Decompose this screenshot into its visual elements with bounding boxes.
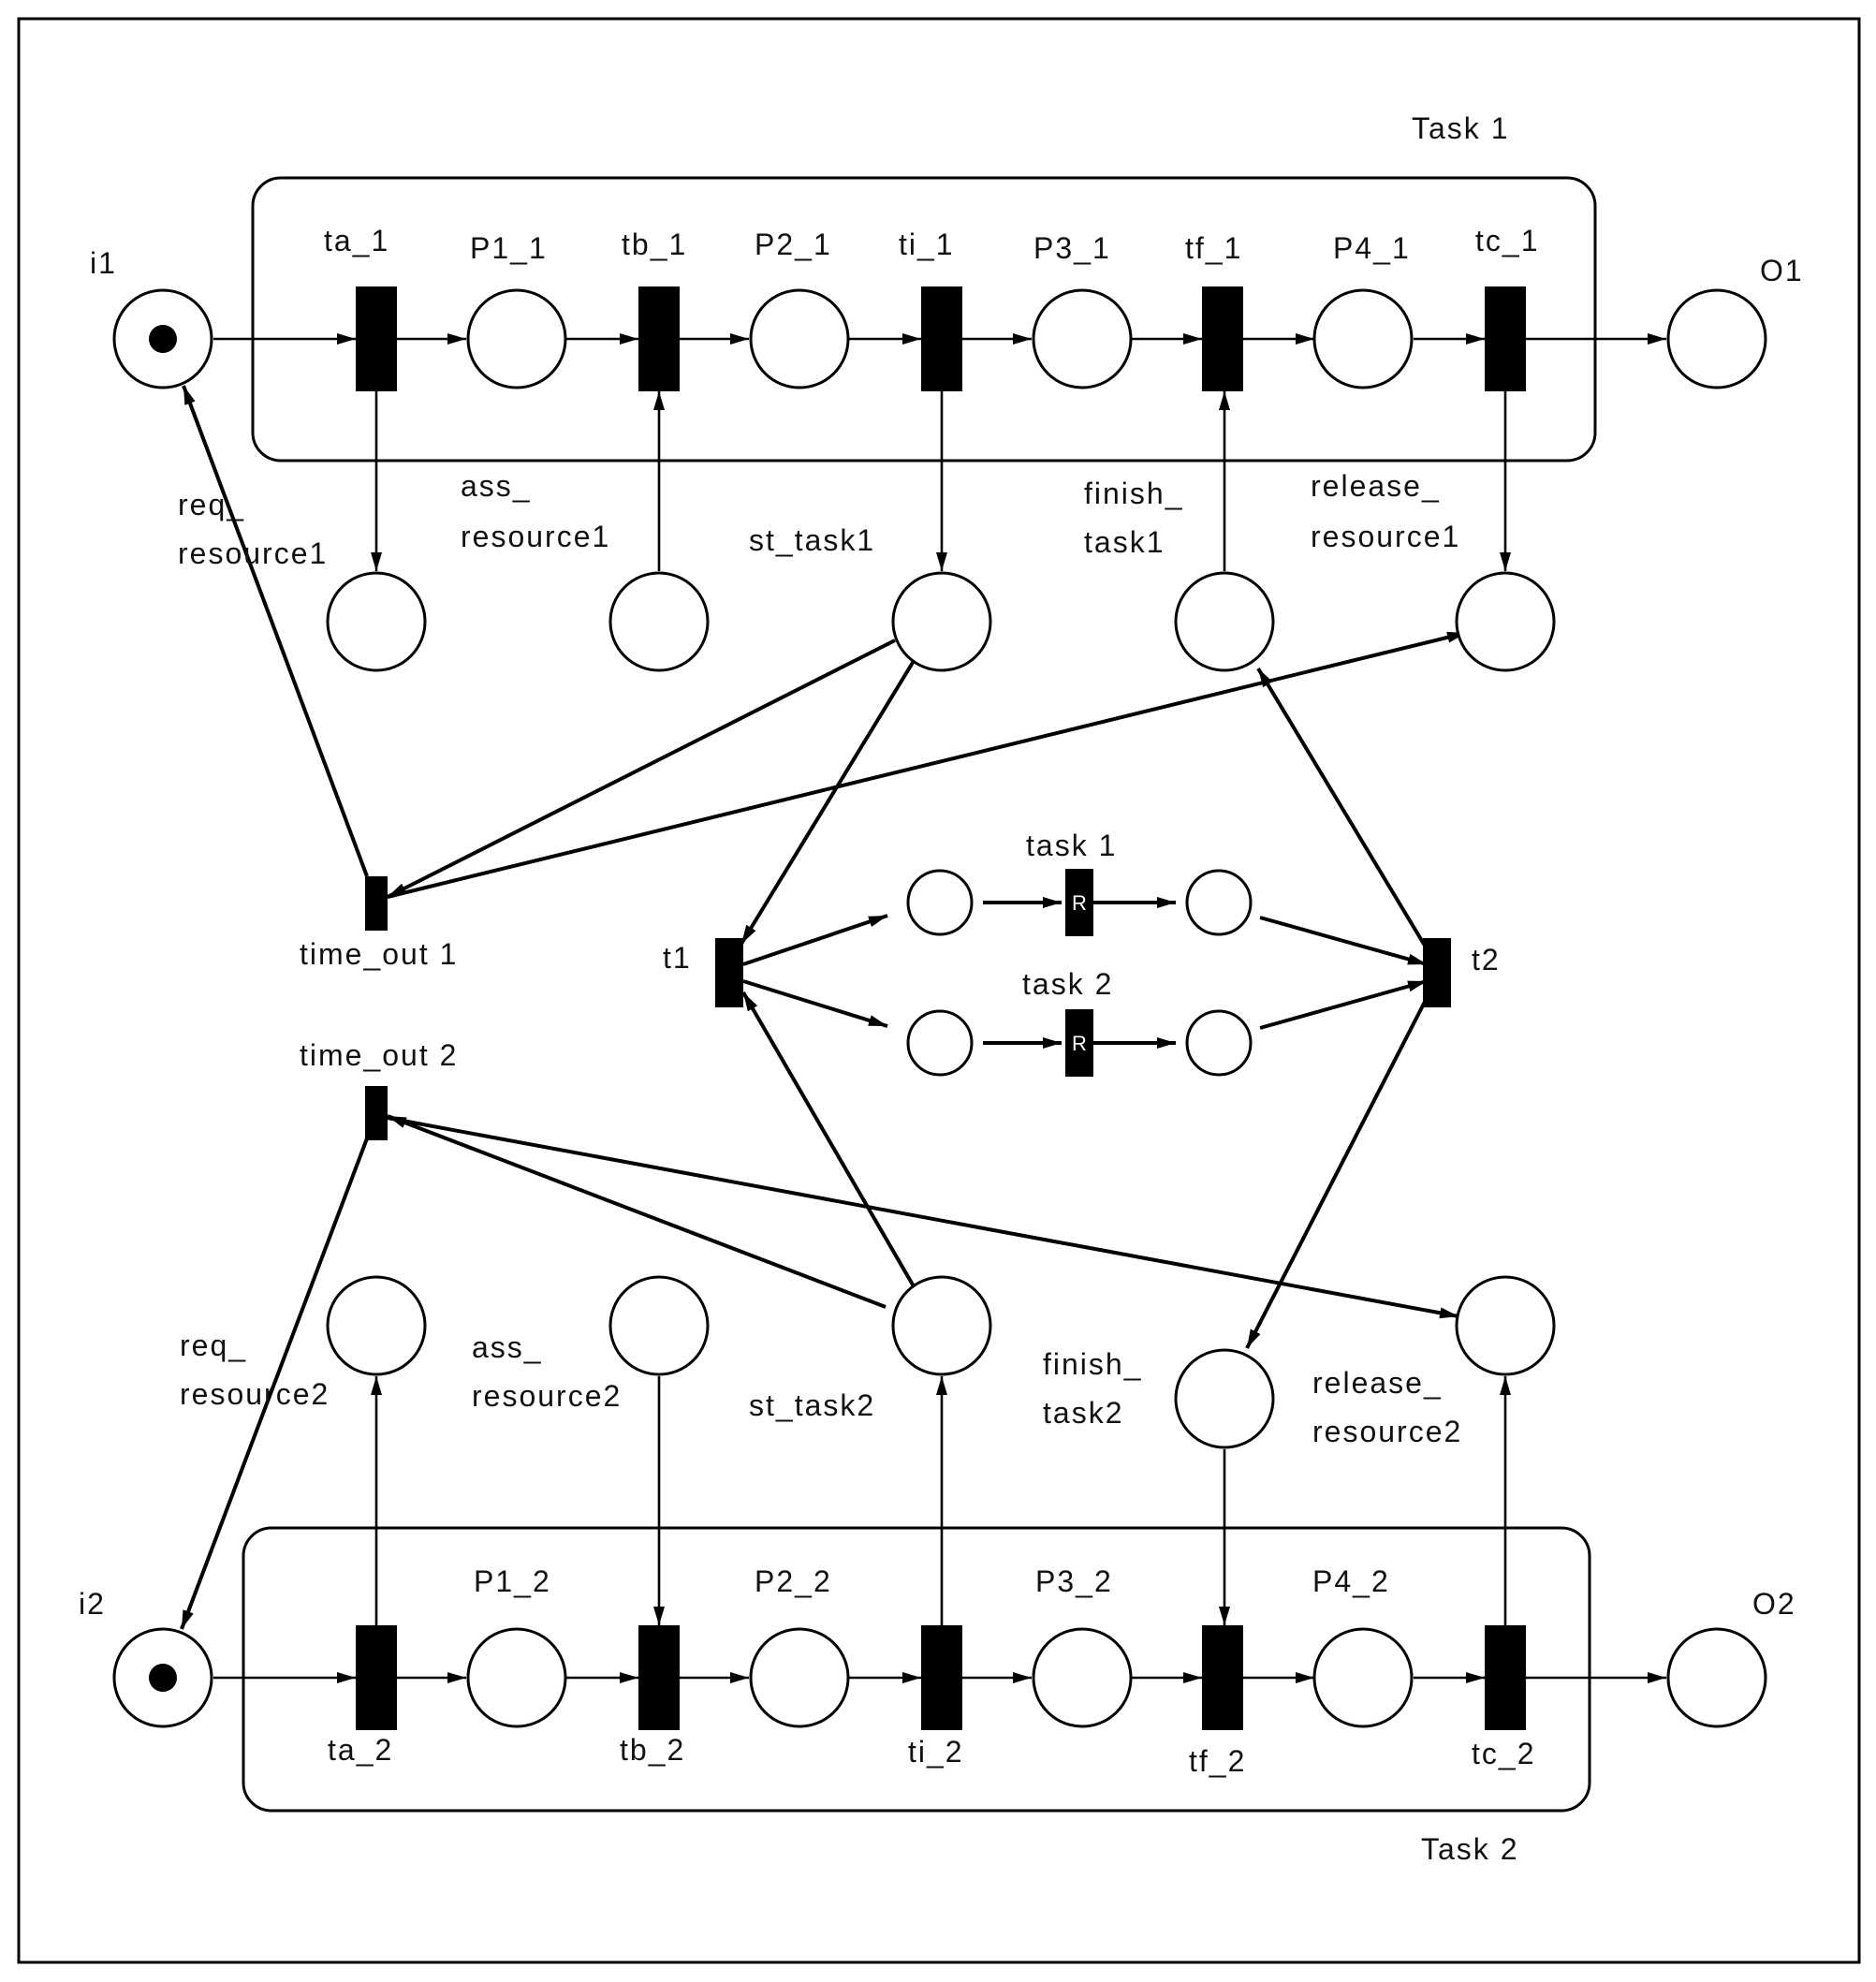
place-req-resource2 [326,1275,427,1376]
r-marker-task-2: R [1072,1032,1087,1055]
place-task1-out [1185,869,1253,936]
label-req-resource1: req_ resource1 [178,488,328,570]
transition-t1 [715,938,743,1007]
label-p1-2: P1_2 [474,1564,551,1598]
transition-time-out-2 [365,1086,388,1140]
transition-tb-2 [638,1625,680,1730]
label-ass-resource2: ass_ resource2 [472,1330,622,1413]
r-marker-task-1: R [1072,891,1087,915]
label-release-resource1: release_ resource1 [1311,469,1460,553]
place-p4-1 [1312,288,1414,389]
transition-tc-1 [1485,286,1526,391]
label-p2-2: P2_2 [755,1564,832,1598]
label-ta-1: ta_1 [324,224,389,257]
place-release-resource1 [1455,571,1556,672]
label-i1: i1 [90,246,117,280]
label-tb-1: tb_1 [622,228,687,261]
transition-task-1 [1065,869,1093,936]
place-p1-1 [466,288,567,389]
place-o2 [1666,1627,1767,1728]
label-task2-group: Task 2 [1421,1832,1518,1866]
control-arcs [180,385,1467,1630]
label-o1: O1 [1760,254,1804,287]
label-p3-2: P3_2 [1035,1564,1113,1598]
token-i2 [149,1664,177,1692]
place-p3-1 [1032,288,1133,389]
label-st-task2: st_task2 [749,1388,875,1422]
place-p3-2 [1032,1627,1133,1728]
place-task2-out [1185,1009,1253,1077]
label-tc-2: tc_2 [1472,1737,1535,1770]
transition-ti-1 [921,286,962,391]
place-task1-in [906,869,974,936]
place-st-task1 [891,571,992,672]
label-task-2: task 2 [1022,967,1113,1001]
transition-task-2 [1065,1009,1093,1077]
label-p2-1: P2_1 [755,228,832,261]
label-ti-1: ti_1 [899,228,955,261]
label-time-out-1: time_out 1 [300,937,458,971]
label-p4-2: P4_2 [1312,1564,1390,1598]
transition-ti-2 [921,1625,962,1730]
label-ass-resource1: ass_ resource1 [461,469,610,553]
label-finish-task1: finish_ task1 [1084,477,1194,559]
place-o1 [1666,288,1767,389]
place-release-resource2 [1455,1275,1556,1376]
label-t1: t1 [663,941,692,975]
label-time-out-2: time_out 2 [300,1038,458,1072]
place-task2-in [906,1009,974,1077]
label-o2: O2 [1752,1587,1796,1621]
transition-ta-2 [356,1625,397,1730]
place-p4-2 [1312,1627,1414,1728]
place-p2-2 [749,1627,850,1728]
label-p3-1: P3_1 [1033,231,1111,265]
label-p4-1: P4_1 [1333,231,1411,265]
label-p1-1: P1_1 [470,231,548,265]
label-i2: i2 [79,1587,106,1621]
label-req-resource2: req_ resource2 [180,1329,330,1411]
place-p1-2 [466,1627,567,1728]
transition-ta-1 [356,286,397,391]
label-st-task1: st_task1 [749,523,875,557]
task2-group-box [242,1526,1591,1813]
token-i1 [149,325,177,353]
label-tc-1: tc_1 [1475,224,1539,257]
place-p2-1 [749,288,850,389]
label-tb-2: tb_2 [620,1733,685,1767]
transition-tb-1 [638,286,680,391]
task1-group-box [251,176,1597,462]
place-finish-task2 [1174,1348,1275,1449]
place-ass-resource1 [608,571,710,672]
outer-frame [17,17,1861,1964]
label-task1-group: Task 1 [1412,111,1509,145]
transition-tf-2 [1202,1625,1243,1730]
place-finish-task1 [1174,571,1275,672]
label-ta-2: ta_2 [328,1733,393,1767]
label-tf-2: tf_2 [1189,1744,1246,1778]
task1-vertical-arcs [371,391,1511,571]
label-release-resource2: release_ resource2 [1312,1366,1462,1448]
task2-vertical-arcs [371,1376,1511,1625]
place-req-resource1 [326,571,427,672]
label-tf-1: tf_1 [1185,231,1242,265]
label-t2: t2 [1472,943,1501,976]
transition-time-out-1 [365,876,388,931]
transition-t2 [1423,938,1451,1007]
transition-tf-1 [1202,286,1243,391]
label-task-1: task 1 [1026,829,1117,862]
transition-tc-2 [1485,1625,1526,1730]
label-ti-2: ti_2 [908,1735,964,1769]
label-finish-task2: finish_ task2 [1043,1347,1152,1430]
place-st-task2 [891,1275,992,1376]
place-ass-resource2 [608,1275,710,1376]
